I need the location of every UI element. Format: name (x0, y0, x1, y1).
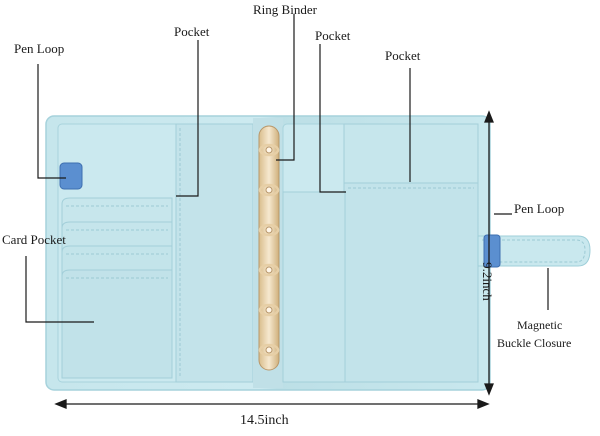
label-pocket-middle: Pocket (315, 28, 351, 43)
dimension-lines (54, 110, 494, 409)
pen-loop-right (483, 234, 501, 268)
binder-ring (258, 303, 280, 317)
binder-ring (258, 143, 280, 157)
binder-ring (258, 343, 280, 357)
right-top-pocket (343, 182, 479, 383)
binder-ring-hole (265, 186, 273, 194)
card-pocket-4 (61, 269, 173, 379)
leader-ring-binder (276, 14, 295, 161)
leader-card-pocket (25, 256, 94, 323)
label-card-pocket: Card Pocket (2, 232, 66, 247)
ring-binder (258, 125, 280, 371)
label-pen-loop-right: Pen Loop (514, 201, 565, 216)
label-height-dimension: 9.2inch (479, 262, 495, 301)
leader-pocket-left (176, 40, 199, 197)
binder-ring-hole (265, 346, 273, 354)
binder-ring-hole (265, 306, 273, 314)
pen-loop-left (59, 162, 83, 190)
leader-pen-loop-left (37, 64, 66, 179)
binder-ring (258, 263, 280, 277)
label-pocket-right: Pocket (385, 48, 421, 63)
label-magnetic-line2: Buckle Closure (497, 336, 572, 350)
label-ring-binder: Ring Binder (253, 2, 317, 17)
left-pocket (175, 123, 254, 383)
leader-pocket-middle (319, 44, 346, 193)
leader-lines (25, 14, 549, 323)
binder-ring (258, 223, 280, 237)
magnetic-buckle-closure (477, 235, 591, 267)
binder-rings (258, 143, 280, 357)
binder-ring-hole (265, 146, 273, 154)
right-middle-pocket (282, 191, 346, 383)
label-pen-loop-left: Pen Loop (14, 41, 65, 56)
label-width-dimension: 14.5inch (240, 413, 289, 428)
binder-ring-hole (265, 226, 273, 234)
binder-ring (258, 183, 280, 197)
label-magnetic-line1: Magnetic (517, 318, 563, 332)
binder-ring-hole (265, 266, 273, 274)
label-pocket-left: Pocket (174, 24, 210, 39)
